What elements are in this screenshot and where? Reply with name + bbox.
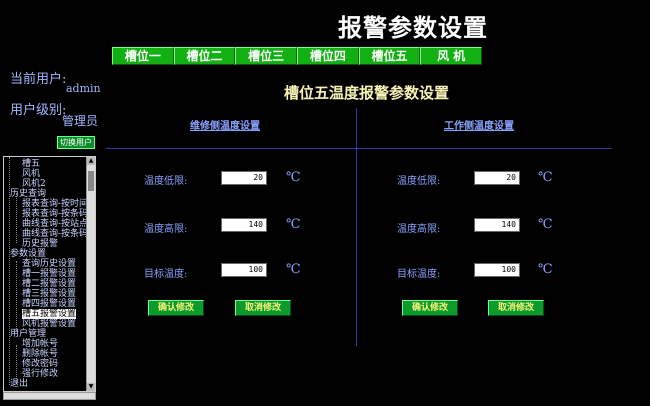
- nav-tree-item[interactable]: 增加帐号: [22, 339, 59, 349]
- right-high-limit-label: 温度高限:: [397, 224, 441, 235]
- working-side-heading[interactable]: 工作侧温度设置: [444, 121, 514, 132]
- scroll-down-icon[interactable]: ▼: [87, 383, 95, 391]
- tab-slot-5[interactable]: 槽位五: [358, 47, 421, 65]
- nav-tree-item[interactable]: 风机2: [22, 179, 46, 189]
- nav-tree-item[interactable]: 槽五: [22, 159, 41, 169]
- nav-tree-item[interactable]: 槽三报警设置: [22, 289, 77, 299]
- nav-tree-item[interactable]: 曲线查询-按条码: [22, 229, 88, 239]
- nav-tree-item[interactable]: 风机报警设置: [22, 319, 77, 329]
- nav-tree-scrollbar[interactable]: ▲ ▼: [86, 157, 95, 391]
- left-low-limit-unit: ℃: [286, 170, 301, 185]
- left-target-input[interactable]: 100: [221, 263, 267, 277]
- left-low-limit-input[interactable]: 20: [221, 171, 267, 185]
- right-cancel-button[interactable]: 取消修改: [488, 300, 544, 316]
- left-confirm-button[interactable]: 确认修改: [148, 300, 204, 316]
- nav-tree-group[interactable]: 用户管理: [10, 329, 47, 339]
- nav-tree-item[interactable]: 槽一报警设置: [22, 269, 77, 279]
- nav-tree-item[interactable]: 删除帐号: [22, 349, 59, 359]
- nav-tree-item[interactable]: 修改密码: [22, 359, 59, 369]
- slot-tab-bar: 槽位一 槽位二 槽位三 槽位四 槽位五 风 机: [112, 47, 483, 65]
- right-low-limit-label: 温度低限:: [397, 176, 441, 187]
- panel-title: 槽位五温度报警参数设置: [284, 84, 450, 102]
- maintenance-side-heading[interactable]: 维修侧温度设置: [190, 121, 260, 132]
- right-target-input[interactable]: 100: [474, 263, 520, 277]
- nav-tree-group[interactable]: 历史查询: [10, 189, 47, 199]
- nav-tree-item[interactable]: 报表查询-按条码: [22, 209, 88, 219]
- user-level-value: 管理员: [62, 114, 99, 128]
- left-low-limit-label: 温度低限:: [144, 176, 188, 187]
- nav-tree-group[interactable]: 参数设置: [10, 249, 47, 259]
- nav-tree-item[interactable]: 曲线查询-按站点: [22, 219, 88, 229]
- left-high-limit-label: 温度高限:: [144, 224, 188, 235]
- right-confirm-button[interactable]: 确认修改: [402, 300, 458, 316]
- nav-tree-item[interactable]: 槽四报警设置: [22, 299, 77, 309]
- current-user-label: 当前用户:: [10, 72, 67, 87]
- left-target-unit: ℃: [286, 262, 301, 277]
- section-divider-horizontal: [106, 148, 612, 149]
- right-target-unit: ℃: [538, 262, 553, 277]
- left-high-limit-input[interactable]: 140: [221, 218, 267, 232]
- nav-tree-group[interactable]: 退出: [10, 379, 29, 389]
- page-title: 报警参数设置: [338, 13, 488, 42]
- right-high-limit-input[interactable]: 140: [474, 218, 520, 232]
- right-low-limit-input[interactable]: 20: [474, 171, 520, 185]
- tab-slot-4[interactable]: 槽位四: [297, 47, 359, 65]
- right-high-limit-unit: ℃: [538, 217, 553, 232]
- tab-slot-3[interactable]: 槽位三: [235, 47, 298, 65]
- right-target-label: 目标温度:: [397, 269, 441, 280]
- nav-tree-item[interactable]: 强行修改: [22, 369, 59, 379]
- tab-slot-1[interactable]: 槽位一: [112, 47, 174, 65]
- current-user-value: admin: [66, 82, 101, 95]
- nav-tree-item[interactable]: 查询历史设置: [22, 259, 77, 269]
- nav-tree-item[interactable]: 槽二报警设置: [22, 279, 77, 289]
- tab-slot-2[interactable]: 槽位二: [173, 47, 236, 65]
- scroll-thumb[interactable]: [88, 171, 94, 191]
- switch-user-button[interactable]: 切换用户: [57, 136, 95, 149]
- scroll-up-icon[interactable]: ▲: [87, 157, 95, 165]
- nav-tree-item[interactable]: 槽五报警设置: [22, 309, 77, 319]
- right-low-limit-unit: ℃: [538, 170, 553, 185]
- nav-tree-item[interactable]: 报表查询-按时间: [22, 199, 88, 209]
- nav-tree-item[interactable]: 风机: [22, 169, 41, 179]
- left-cancel-button[interactable]: 取消修改: [235, 300, 291, 316]
- tab-fan[interactable]: 风 机: [420, 47, 483, 65]
- nav-tree-hscrollbar[interactable]: [3, 392, 96, 400]
- left-high-limit-unit: ℃: [286, 217, 301, 232]
- user-level-label: 用户级别:: [10, 103, 67, 118]
- left-target-label: 目标温度:: [144, 269, 188, 280]
- nav-tree-item[interactable]: 历史报警: [22, 239, 59, 249]
- section-divider-vertical: [356, 108, 357, 346]
